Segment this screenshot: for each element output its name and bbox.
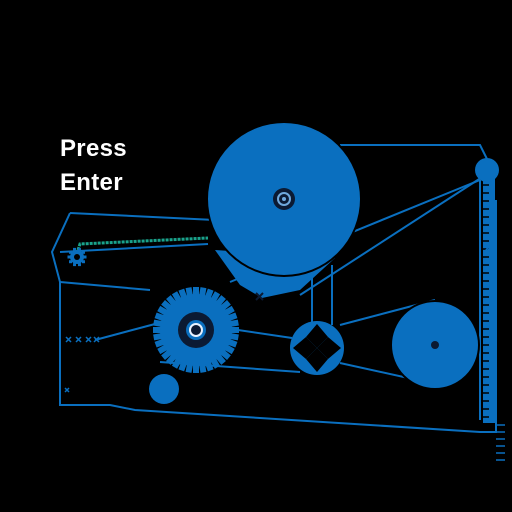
joint-markers (64, 245, 491, 393)
prompt-line-press: Press (60, 135, 127, 162)
small-wheel (149, 374, 179, 404)
toothed-gear (153, 287, 239, 373)
side-ruler (483, 178, 505, 461)
small-sprocket (67, 247, 87, 267)
press-enter-prompt[interactable]: Press Enter (60, 132, 127, 200)
cross-pulley (290, 321, 344, 375)
prompt-line-enter: Enter (60, 169, 123, 196)
end-roller (475, 158, 499, 182)
right-pulley (390, 300, 480, 390)
large-drum (206, 121, 362, 277)
